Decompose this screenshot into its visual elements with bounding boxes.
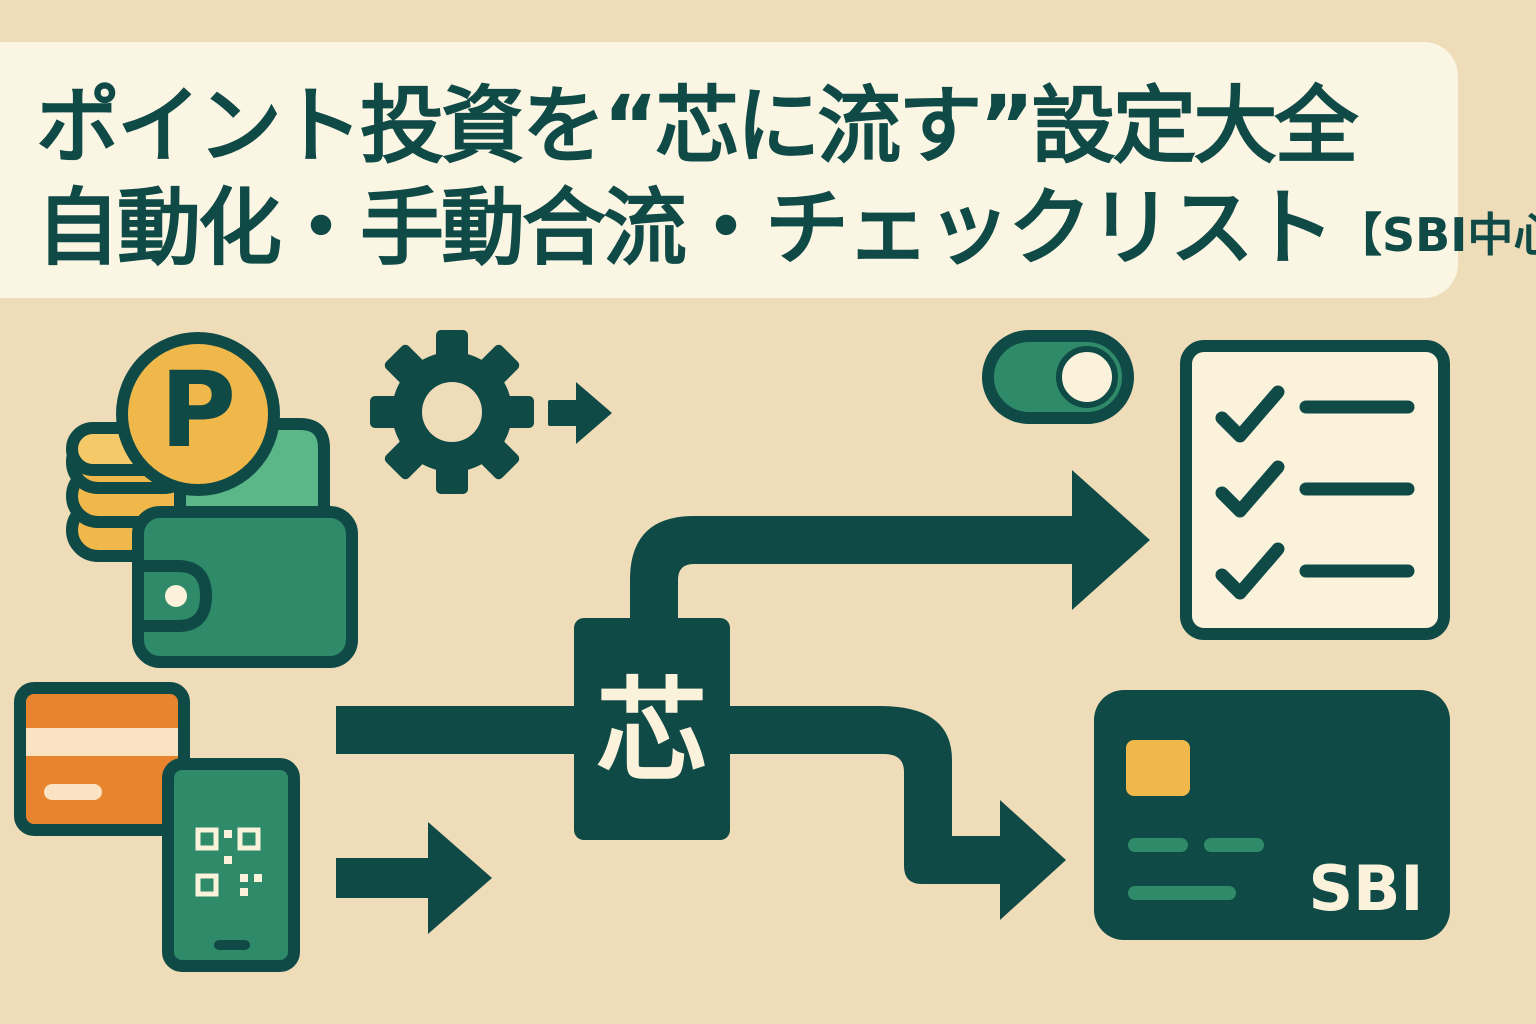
point-coin-icon: P bbox=[116, 332, 280, 496]
gear-icon bbox=[370, 330, 534, 494]
point-coin-label: P bbox=[160, 349, 236, 471]
checklist-icon bbox=[1180, 340, 1450, 640]
flow-arrows bbox=[336, 470, 1150, 934]
arrow-right-icon bbox=[548, 382, 612, 444]
bank-card-icon: SBI bbox=[1094, 690, 1450, 940]
bank-card-label: SBI bbox=[1309, 852, 1424, 925]
subtitle-main: 自動化・手動合流・チェックリスト bbox=[36, 179, 1335, 277]
title-panel bbox=[0, 42, 1458, 298]
hub-block: 芯 bbox=[574, 618, 730, 840]
credit-card-icon bbox=[14, 682, 190, 836]
hub-label: 芯 bbox=[596, 667, 708, 797]
subtitle-tag: 【SBI中心】 bbox=[1336, 208, 1536, 262]
toggle-switch-icon bbox=[982, 330, 1134, 424]
page-subtitle: 自動化・手動合流・チェックリスト【SBI中心】 bbox=[36, 186, 1536, 270]
page-title: ポイント投資を“芯に流す”設定大全 bbox=[36, 77, 1358, 175]
smartphone-qr-icon bbox=[162, 758, 300, 972]
